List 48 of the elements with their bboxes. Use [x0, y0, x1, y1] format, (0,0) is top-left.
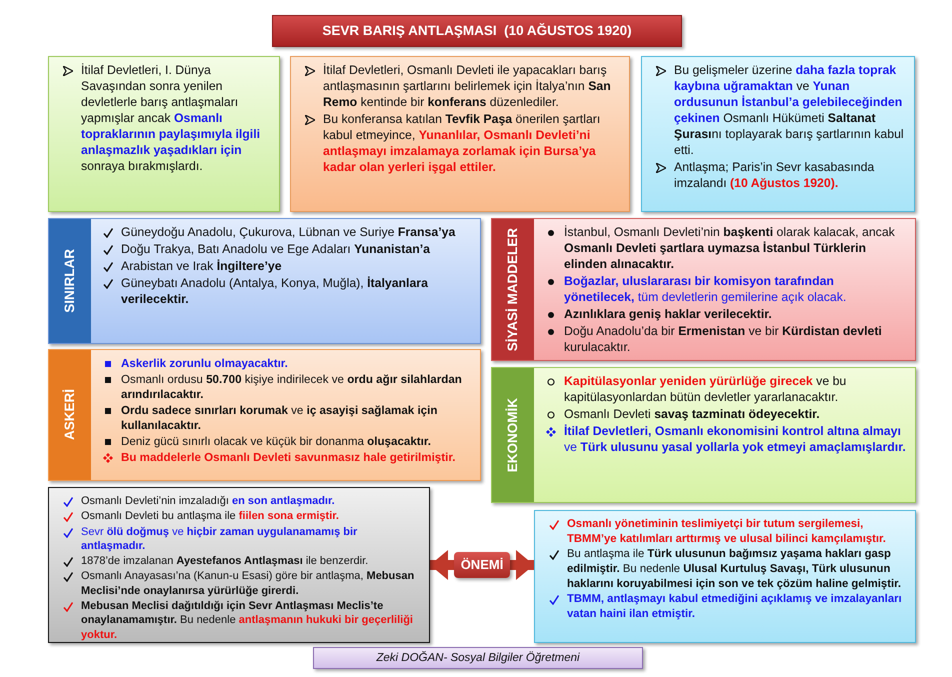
list-item: Sevr ölü doğmuş ve hiçbir zaman uygulanamamış bir antlaşmadır.	[81, 524, 358, 554]
list-item: İtilaf Devletleri, Osmanlı Devleti ile yapacakları barış antlaşmasının şartlarını belirlemek için İtalya’nın San Remo kentinde bir konferans düzenlediler.	[323, 63, 612, 111]
info-card	[534, 510, 916, 643]
list-item: 1878’de imzalanan Ayestefanos Antlaşması ile benzerdir.	[81, 554, 370, 568]
arrow	[510, 550, 534, 580]
list-item: Boğazlar, uluslararası bir komisyon tarafından yönetilecek, tüm devletlerin gemilerine açık olacak.	[564, 274, 848, 306]
title-banner: SEVR BARIŞ ANTLAŞMASI (10 AĞUSTOS 1920)	[272, 15, 682, 47]
list-item: Kapitülasyonlar yeniden yürürlüğe girecek ve bu kapitülasyonlardan bütün devletler yararlanacaktır.	[564, 374, 848, 406]
list-item: Azınlıklara geniş haklar verilecektir.	[564, 306, 773, 323]
list-item: Osmanlı Devleti bu antlaşma ile fiilen sona ermiştir.	[81, 509, 340, 524]
section-heading: SİYASİ MADDELER	[504, 228, 522, 352]
info-card	[48, 56, 280, 212]
list-item: Osmanlı yönetiminin teslimiyetçi bir tutum sergilemesi, TBMM’ye katılımları arttırmış ve ulusal bilinci kamçılamıştır.	[567, 517, 887, 546]
list-item: TBMM, antlaşmayı kabul etmediğini açıklamış ve imzalayanları vatan haini ilan etmiştir.	[567, 592, 903, 622]
list-item: Bu antlaşma ile Türk ulusunun bağımsız yaşama hakları gasp edilmiştir. Bu nedenle Ulusal Kurtuluş Savaşı, Türk ulusunun haklarını koruyabilmesi için son ve tek çözüm haline gelmiştir.	[567, 547, 902, 592]
list-item: Bu gelişmeler üzerine daha fazla toprak kaybına uğramaktan ve Yunan ordusunun İstanbul’a gelebileceğinden çekinen Osmanlı Hükümeti Saltanat Şurasını toplayarak barış şartlarının kabul etti.	[674, 63, 905, 159]
list-item: Antlaşma; Paris’in Sevr kasabasında imzalandı (10 Ağustos 1920).	[674, 160, 876, 192]
section-card	[491, 218, 916, 361]
section-heading: EKONOMİK	[504, 398, 522, 472]
list-item: İtilaf Devletleri, I. Dünya Savaşından sonra yenilen devletlerle barış antlaşmaları yapmışlar ancak Osmanlı topraklarının paylaşımıyla ilgili anlaşmazlık yaşadıkları için sonraya bırakmışlardı.	[81, 63, 262, 175]
list-item: Osmanlı Devleti savaş tazminatı ödeyecektir.	[564, 406, 821, 423]
emphasis-label: ÖNEMİ	[454, 552, 510, 578]
list-item: İstanbul, Osmanlı Devleti’nin başkenti olarak kalacak, ancak Osmanlı Devleti şartlara uymazsa İstanbul Türklerin elinden alınacaktır.	[564, 225, 896, 273]
credit-label: Zeki DOĞAN- Sosyal Bilgiler Öğretmeni	[313, 647, 643, 669]
list-item: Ordu sadece sınırları korumak ve iç asayişi sağlamak için kullanılacaktır.	[121, 403, 438, 434]
info-card	[290, 56, 630, 212]
arrow	[430, 550, 454, 580]
list-item: Mebusan Meclisi dağıtıldığı için Sevr Antlaşması Meclis’te onaylanamamıştır. Bu nedenle antlaşmanın hukuki bir geçerliliği yoktur.	[81, 599, 414, 642]
list-item: Arabistan ve Irak İngiltere’ye	[121, 258, 283, 275]
section-card	[48, 349, 481, 481]
list-item: Askerlik zorunlu olmayacaktır.	[121, 356, 289, 372]
list-item: Deniz gücü sınırlı olacak ve küçük bir donanma oluşacaktır.	[121, 434, 432, 450]
list-item: Bu maddelerle Osmanlı Devleti savunmasız hale getirilmiştir.	[121, 450, 456, 466]
list-item: İtilaf Devletleri, Osmanlı ekonomisini kontrol altına almayı ve Türk ulusunu yasal yollarla yok etmeyi amaçlamışlardır.	[564, 424, 907, 456]
section-card	[491, 367, 916, 503]
list-item: Bu konferansa katılan Tevfik Paşa önerilen şartları kabul etmeyince, Yunanlılar, Osmanlı Devleti’ni antlaşmayı imzalamaya zorlamak için Bursa’ya kadar olan yerleri işgal ettiler.	[323, 112, 602, 176]
list-item: Doğu Trakya, Batı Anadolu ve Ege Adaları Yunanistan’a	[121, 242, 431, 258]
list-item: Osmanlı Devleti’nin imzaladığı en son antlaşmadır.	[81, 494, 336, 508]
section-card	[48, 218, 481, 344]
info-card	[641, 56, 915, 212]
list-item: Doğu Anadolu’da bir Ermenistan ve bir Kürdistan devleti kurulacaktır.	[564, 324, 883, 356]
info-card	[48, 487, 430, 643]
list-item: Osmanlı ordusu 50.700 kişiye indirilecek ve ordu ağır silahlardan arındırılacaktır.	[121, 372, 463, 402]
section-heading: SINIRLAR	[61, 249, 78, 313]
section-heading: ASKERİ	[61, 389, 78, 440]
list-item: Osmanlı Anayasası’na (Kanun-u Esasi) göre bir antlaşma, Mebusan Meclisi’nde onaylanırsa yürürlüğe girerdi.	[81, 569, 416, 598]
list-item: Güneybatı Anadolu (Antalya, Konya, Muğla), İtalyanlara verilecektir.	[121, 276, 429, 308]
list-item: Güneydoğu Anadolu, Çukurova, Lübnan ve Suriye Fransa’ya	[121, 225, 456, 241]
